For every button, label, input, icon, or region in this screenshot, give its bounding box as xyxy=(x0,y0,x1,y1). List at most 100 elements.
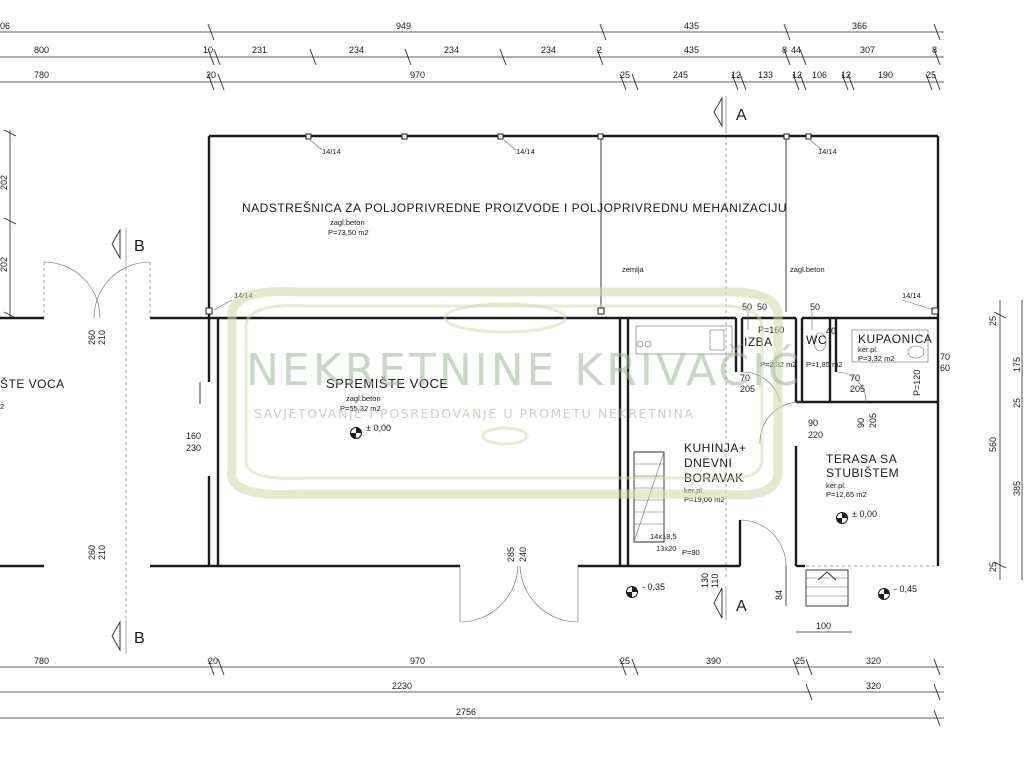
left-wall2-dim-2: 210 xyxy=(97,545,107,560)
dim-b2-0: 2230 xyxy=(392,681,412,691)
right-dim-4: 560 xyxy=(988,437,998,452)
dim-b1-2: 970 xyxy=(410,656,425,666)
dim-r2-8: 8 xyxy=(782,45,787,55)
dim-r3-9: 12 xyxy=(841,70,851,80)
stair-width-dim: 100 xyxy=(816,621,831,631)
dim-r3-2: 970 xyxy=(410,70,425,80)
storage-name: SPREMIŠTE VOCE xyxy=(326,376,449,391)
dim-r3-3: 25 xyxy=(620,70,630,80)
dim-r3-1: 20 xyxy=(206,70,216,80)
left-wall2-dim-1: 260 xyxy=(87,545,97,560)
terrace-structure xyxy=(785,565,938,633)
dim-r1-0: 06 xyxy=(0,21,10,31)
izba-door-dim-1: 70 xyxy=(740,373,750,383)
section-a-bottom: A xyxy=(736,598,747,615)
storage-level: ± 0,00 xyxy=(366,423,391,433)
kitchen-door-dim-2: 220 xyxy=(808,430,823,440)
dim-r2-0: 800 xyxy=(34,45,49,55)
dim-r2-7: 435 xyxy=(684,45,699,55)
storage-walls xyxy=(199,316,630,623)
right-dim-1: 25 xyxy=(988,316,998,326)
dim-r2-10: 307 xyxy=(860,45,875,55)
dim-b1-6: 320 xyxy=(866,656,881,666)
watermark: NEKRETNINE KRIVAČIĆ SAVJETOVANJE I POSRE… xyxy=(227,287,799,500)
dim-r1-3: 366 xyxy=(852,21,867,31)
izba-door-w1: 50 xyxy=(742,302,752,312)
bottom-dimension-lines xyxy=(0,658,944,727)
kitchen-name-1: KUHINJA+ xyxy=(684,441,746,455)
wc-door-w1: 50 xyxy=(810,302,820,312)
terrace-area: P=12,65 m2 xyxy=(826,490,867,499)
section-b-top: B xyxy=(134,238,145,255)
bathroom-name: KUPAONICA xyxy=(858,332,932,346)
kitchen-name-2: DNEVNI xyxy=(684,456,732,470)
terrace-name-2: STUBIŠTEM xyxy=(826,465,899,480)
terrace-level: ± 0,00 xyxy=(852,509,877,519)
post-label-3: 14/14 xyxy=(818,147,837,156)
ext-door-dim-1: 130 xyxy=(700,573,710,588)
dim-r3-11: 25 xyxy=(926,70,936,80)
stair-dim-2: 13x20 xyxy=(656,544,676,553)
dim-r3-6: 133 xyxy=(758,70,773,80)
step-dim: 84 xyxy=(774,590,784,600)
top-dimension-labels: 06 949 435 366 800 10 231 234 234 234 2 … xyxy=(0,21,937,80)
left-col-dim-2: 202 xyxy=(0,257,9,272)
bath-door-dim-1: P=120 xyxy=(912,370,922,396)
door-p90: P=90 xyxy=(682,548,700,557)
bottom-dimension-labels: 780 20 970 25 390 25 320 2230 320 2756 xyxy=(34,656,881,717)
kitchen-walls xyxy=(628,316,805,568)
watermark-tagline: SAVJETOVANJE I POSREDOVANJE U PROMETU NE… xyxy=(254,406,695,421)
right-dim-3: 25 xyxy=(1012,398,1022,408)
mid-wall-dim-2: 230 xyxy=(186,443,201,453)
izba-name: IZBA xyxy=(744,335,773,349)
dim-b3-0: 2756 xyxy=(456,707,476,717)
post-label-2: 14/14 xyxy=(516,147,535,156)
dim-b1-3: 25 xyxy=(620,656,630,666)
left-col-dim-1: 202 xyxy=(0,175,9,190)
wc-name: WC xyxy=(806,333,827,347)
right-dim-2: 175 xyxy=(1012,357,1022,372)
wc-area: P=1,85 m2 xyxy=(806,360,842,369)
post-label-5: 14/14 xyxy=(902,291,921,300)
izba-door-p: P=160 xyxy=(758,325,784,335)
dim-r3-4: 245 xyxy=(673,70,688,80)
wc-door-dim-1: 70 xyxy=(850,373,860,383)
left-wall-dim-1: 260 xyxy=(87,330,97,345)
zagl-beton-right: zagl.beton xyxy=(790,265,825,274)
terrace-name-1: TERASA SA xyxy=(826,452,897,466)
dim-r3-0: 780 xyxy=(34,70,49,80)
bath-door-dim-2: 70 xyxy=(940,352,950,362)
dim-r3-7: 12 xyxy=(792,70,802,80)
ext-door-dim-2: 110 xyxy=(710,574,720,588)
dim-r2-6: 2 xyxy=(597,45,602,55)
section-b-bottom: B xyxy=(134,630,145,647)
mid-door-dim-2: 240 xyxy=(518,547,528,562)
left-wing xyxy=(0,129,209,568)
terrace-floor: ker.pl. xyxy=(826,481,846,490)
kitchen-door2-dim-1: 90 xyxy=(856,418,866,428)
ext-level-left: - 0,35 xyxy=(642,582,665,592)
storage-floor: zagl.beton xyxy=(346,394,381,403)
right-dim-6: 25 xyxy=(988,562,998,572)
dim-b1-1: 20 xyxy=(208,656,218,666)
bathroom-floor: ker.pl. xyxy=(858,345,878,354)
right-dimension-lines xyxy=(993,300,1023,580)
section-markers: A A B B xyxy=(111,96,747,654)
izba-door-w2: 50 xyxy=(757,302,767,312)
dim-r3-5: 12 xyxy=(731,70,741,80)
stair-dim-1: 14x18,5 xyxy=(650,532,677,541)
dim-r3-8: 106 xyxy=(812,70,827,80)
mid-wall-dim-1: 160 xyxy=(186,431,201,441)
dim-r2-2: 231 xyxy=(252,45,267,55)
dim-b1-4: 390 xyxy=(706,656,721,666)
wc-door-dim-2: 205 xyxy=(850,384,865,394)
dim-r2-1: 10 xyxy=(203,45,213,55)
ext-level-right: - 0,45 xyxy=(894,584,917,594)
dim-r1-2: 435 xyxy=(684,21,699,31)
dim-r2-3: 234 xyxy=(349,45,364,55)
kitchen-door-dim-1: 90 xyxy=(808,418,818,428)
dim-r2-9: 44 xyxy=(791,45,801,55)
bath-door-dim-3: 60 xyxy=(940,363,950,373)
post-label-1: 14/14 xyxy=(322,147,341,156)
